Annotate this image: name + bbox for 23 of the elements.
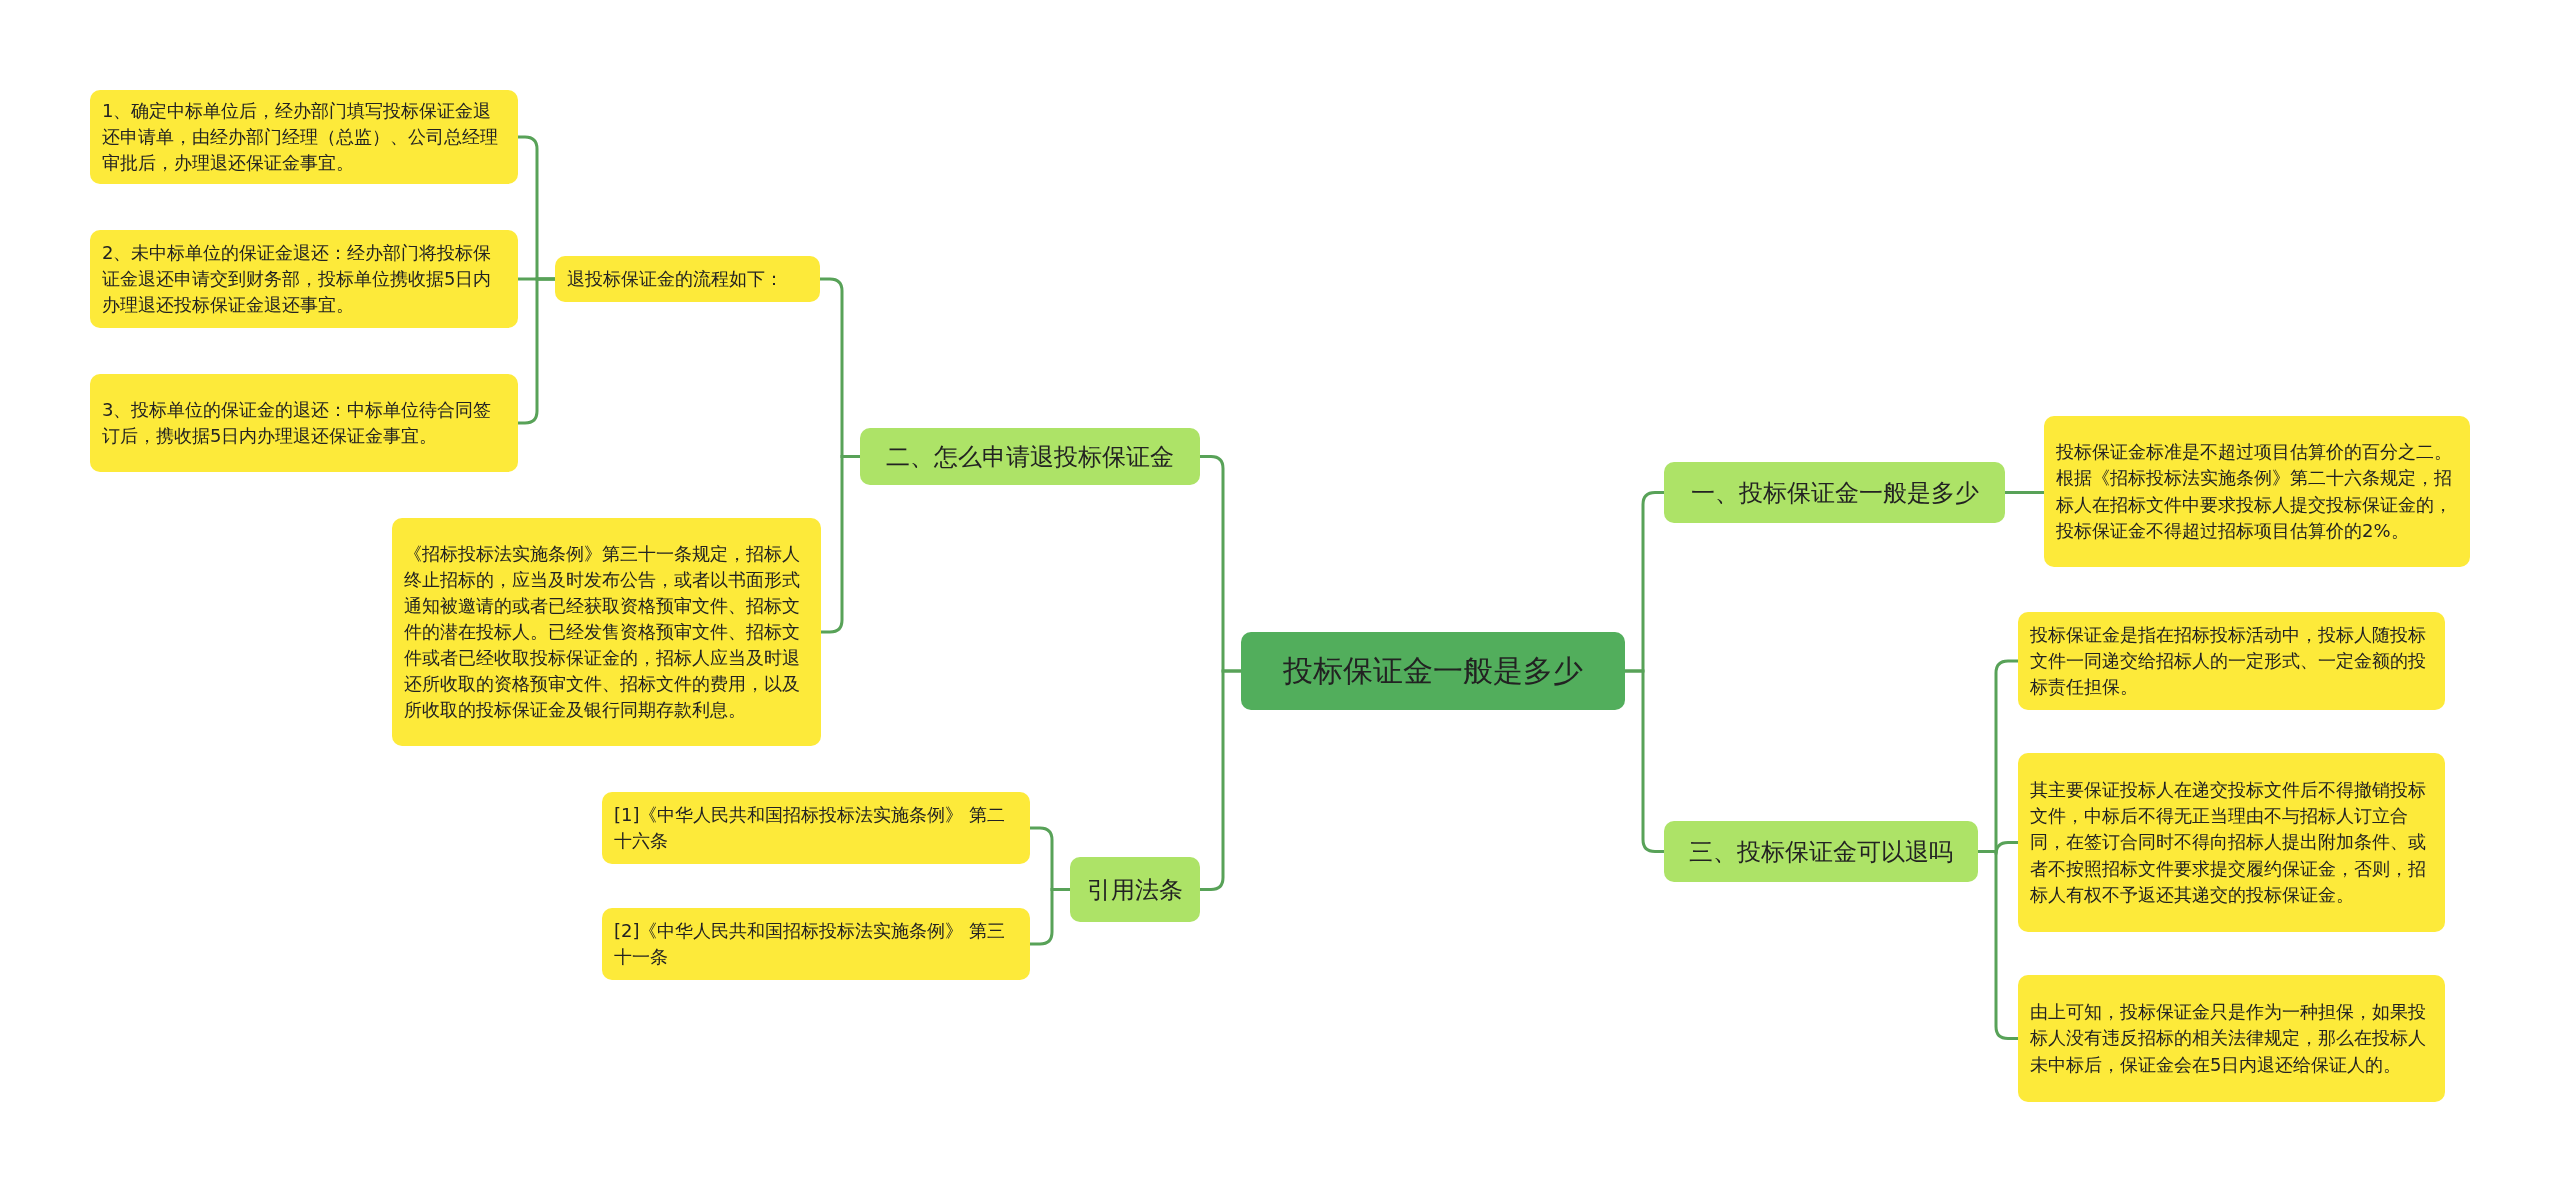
note-box: 其主要保证投标人在递交投标文件后不得撤销投标文件，中标后不得无正当理由不与招标人订立合同，在签订合同时不得向招标人提出附加条件、或者不按照招标文件要求提交履约保证金，否则，招标人有权不予返还其递交的投标保证金。 — [2018, 753, 2445, 932]
connector — [821, 455, 860, 634]
note-box: [2]《中华人民共和国招标投标法实施条例》 第三十一条 — [602, 908, 1030, 980]
note-box: 3、投标单位的保证金的退还：中标单位待合同签订后，携收据5日内办理退还保证金事宜。 — [90, 374, 518, 472]
central-topic-box: 投标保证金一般是多少 — [1241, 632, 1625, 710]
note-box: 《招标投标法实施条例》第三十一条规定，招标人终止招标的，应当及时发布公告，或者以书面形式通知被邀请的或者已经获取资格预审文件、招标文件的潜在投标人。已经发售资格预审文件、招标文件或者已经收取投标保证金的，招标人应当及时退还所收取的资格预审文件、招标文件的费用，以及所收取的投标保证金及银行同期存款利息。 — [392, 518, 821, 746]
topic-box: 三、投标保证金可以退吗 — [1664, 821, 1978, 882]
note-box: 1、确定中标单位后，经办部门填写投标保证金退还申请单，由经办部门经理（总监）、公司总经理审批后，办理退还保证金事宜。 — [90, 90, 518, 184]
connector — [2005, 491, 2044, 494]
connector — [1978, 850, 2018, 1040]
note-box: 投标保证金是指在招标投标活动中，投标人随投标文件一同递交给招标人的一定形式、一定金额的投标责任担保。 — [2018, 612, 2445, 710]
topic-box: 引用法条 — [1070, 857, 1200, 922]
note-box: [1]《中华人民共和国招标投标法实施条例》 第二十六条 — [602, 792, 1030, 864]
note-box: 投标保证金标准是不超过项目估算价的百分之二。根据《招标投标法实施条例》第二十六条规定，招标人在招标文件中要求投标人提交投标保证金的，投标保证金不得超过招标项目估算价的2%。 — [2044, 416, 2470, 567]
note-box: 2、未中标单位的保证金退还：经办部门将投标保证金退还申请交到财务部，投标单位携收据5日内办理退还投标保证金退还事宜。 — [90, 230, 518, 328]
connector — [1030, 888, 1070, 946]
connector — [1625, 669, 1664, 853]
connector — [1200, 669, 1241, 891]
note-box: 退投标保证金的流程如下： — [555, 256, 820, 302]
connector — [518, 277, 555, 425]
note-box: 由上可知，投标保证金只是作为一种担保，如果投标人没有违反招标的相关法律规定，那么在投标人未中标后，保证金会在5日内退还给保证人的。 — [2018, 975, 2445, 1102]
topic-box: 二、怎么申请退投标保证金 — [860, 428, 1200, 485]
topic-box: 一、投标保证金一般是多少 — [1664, 462, 2005, 523]
